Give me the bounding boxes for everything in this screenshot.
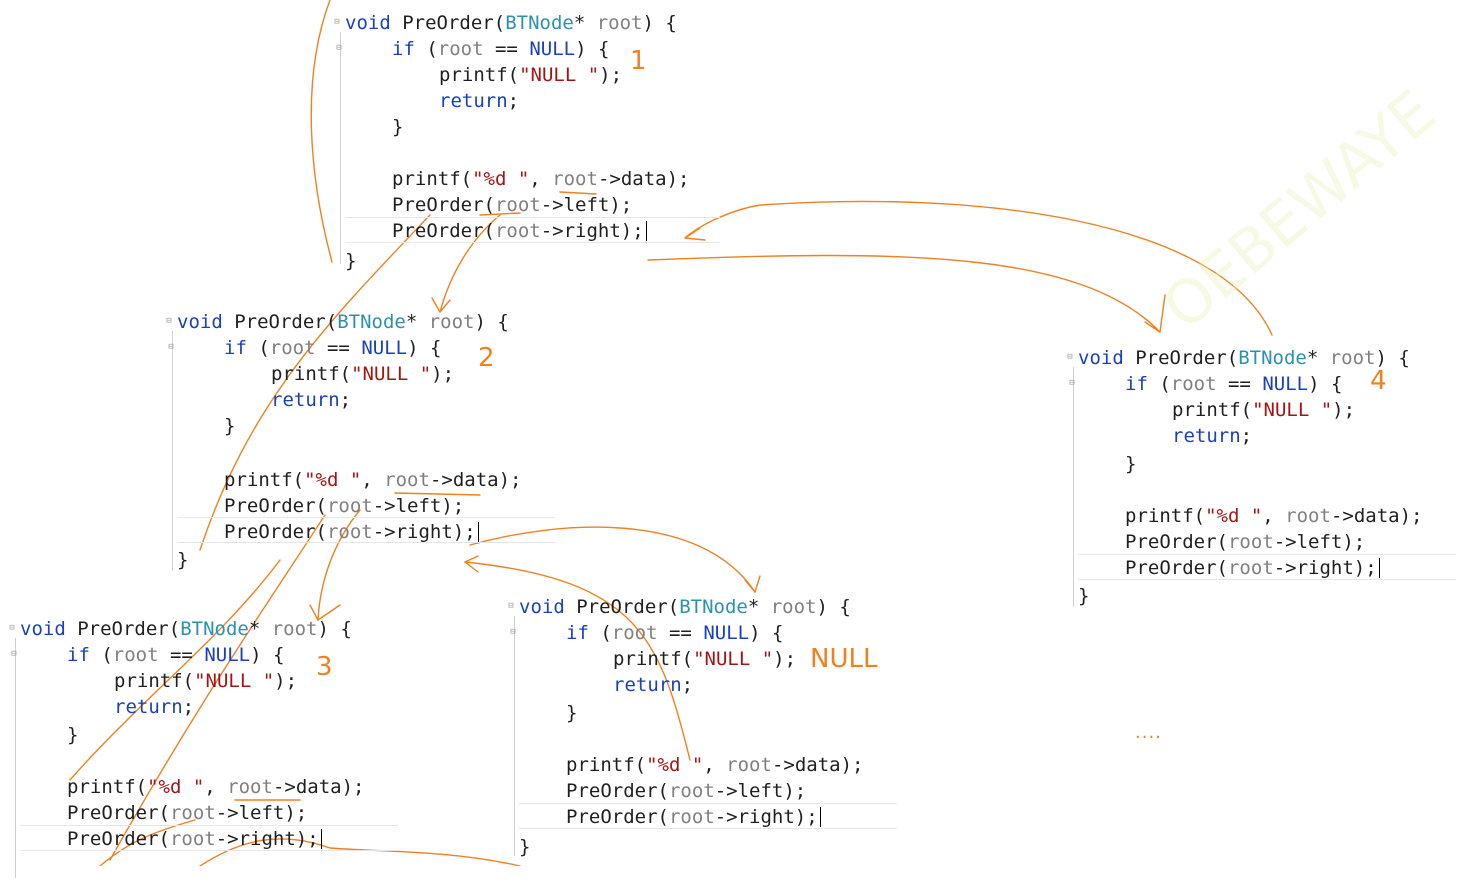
left-call-line: PreOrder(root->left); bbox=[392, 194, 633, 216]
printf-data-line: printf("%d ", root->data); bbox=[1125, 505, 1423, 527]
printf-data-line: printf("%d ", root->data); bbox=[224, 469, 522, 491]
if-line: if (root == NULL) { bbox=[392, 38, 610, 60]
left-call-line: PreOrder(root->left); bbox=[566, 780, 807, 802]
printf-null-line: printf("NULL "); bbox=[1172, 399, 1356, 421]
step-label-2: 2 bbox=[478, 343, 495, 373]
printf-null-line: printf("NULL "); bbox=[613, 648, 797, 670]
signature-line: void PreOrder(BTNode* root) { bbox=[177, 311, 509, 333]
if-line: if (root == NULL) { bbox=[67, 644, 285, 666]
return-line: return; bbox=[114, 696, 195, 718]
step-label-1: 1 bbox=[630, 46, 647, 76]
right-call-line: PreOrder(root->right); bbox=[519, 804, 821, 830]
close-if: } bbox=[67, 724, 79, 746]
left-call-line: PreOrder(root->left); bbox=[1125, 531, 1366, 553]
right-call-line: PreOrder(root->right); bbox=[20, 826, 322, 852]
call-arrow-to-block4 bbox=[647, 254, 1161, 333]
if-line: if (root == NULL) { bbox=[566, 622, 784, 644]
call-arc-left bbox=[310, 0, 333, 263]
close-if: } bbox=[224, 415, 236, 437]
printf-data-line: printf("%d ", root->data); bbox=[566, 754, 864, 776]
printf-data-line: printf("%d ", root->data); bbox=[67, 776, 365, 798]
printf-null-line: printf("NULL "); bbox=[114, 670, 298, 692]
printf-null-line: printf("NULL "); bbox=[439, 64, 623, 86]
signature-line: void PreOrder(BTNode* root) { bbox=[345, 12, 677, 34]
left-call-line: PreOrder(root->left); bbox=[67, 802, 308, 824]
close-fn: } bbox=[345, 250, 357, 272]
ellipsis-label: .... bbox=[1135, 722, 1162, 743]
close-fn: } bbox=[177, 549, 189, 571]
right-call-line: PreOrder(root->right); bbox=[345, 218, 647, 244]
if-line: if (root == NULL) { bbox=[1125, 373, 1343, 395]
return-line: return; bbox=[1172, 425, 1253, 447]
left-call-line: PreOrder(root->left); bbox=[224, 495, 465, 517]
step-label-4: 4 bbox=[1370, 366, 1387, 396]
return-arc-null-block bbox=[464, 561, 691, 761]
return-arc-block2 bbox=[199, 214, 431, 551]
return-arc-block4 bbox=[684, 200, 1273, 336]
step-label-3: 3 bbox=[316, 652, 333, 682]
return-arc-block3 bbox=[109, 514, 326, 861]
return-line: return; bbox=[439, 90, 520, 112]
signature-line: void PreOrder(BTNode* root) { bbox=[20, 618, 352, 640]
call-arrow-to-block3 bbox=[317, 509, 361, 621]
return-line: return; bbox=[271, 389, 352, 411]
call-arrow-to-null-block bbox=[469, 526, 756, 593]
close-if: } bbox=[1125, 453, 1137, 475]
signature-line: void PreOrder(BTNode* root) { bbox=[519, 596, 851, 618]
close-fn: } bbox=[1078, 585, 1090, 607]
close-if: } bbox=[566, 702, 578, 724]
close-fn: } bbox=[519, 836, 531, 858]
signature-line: void PreOrder(BTNode* root) { bbox=[1078, 347, 1410, 369]
right-call-line: PreOrder(root->right); bbox=[177, 519, 479, 545]
call-arrow-to-block2 bbox=[439, 214, 501, 313]
null-output-label: NULL bbox=[810, 644, 878, 674]
printf-data-line: printf("%d ", root->data); bbox=[392, 168, 690, 190]
if-line: if (root == NULL) { bbox=[224, 337, 442, 359]
printf-null-line: printf("NULL "); bbox=[271, 363, 455, 385]
right-call-line: PreOrder(root->right); bbox=[1078, 555, 1380, 581]
close-if: } bbox=[392, 116, 404, 138]
return-line: return; bbox=[613, 674, 694, 696]
